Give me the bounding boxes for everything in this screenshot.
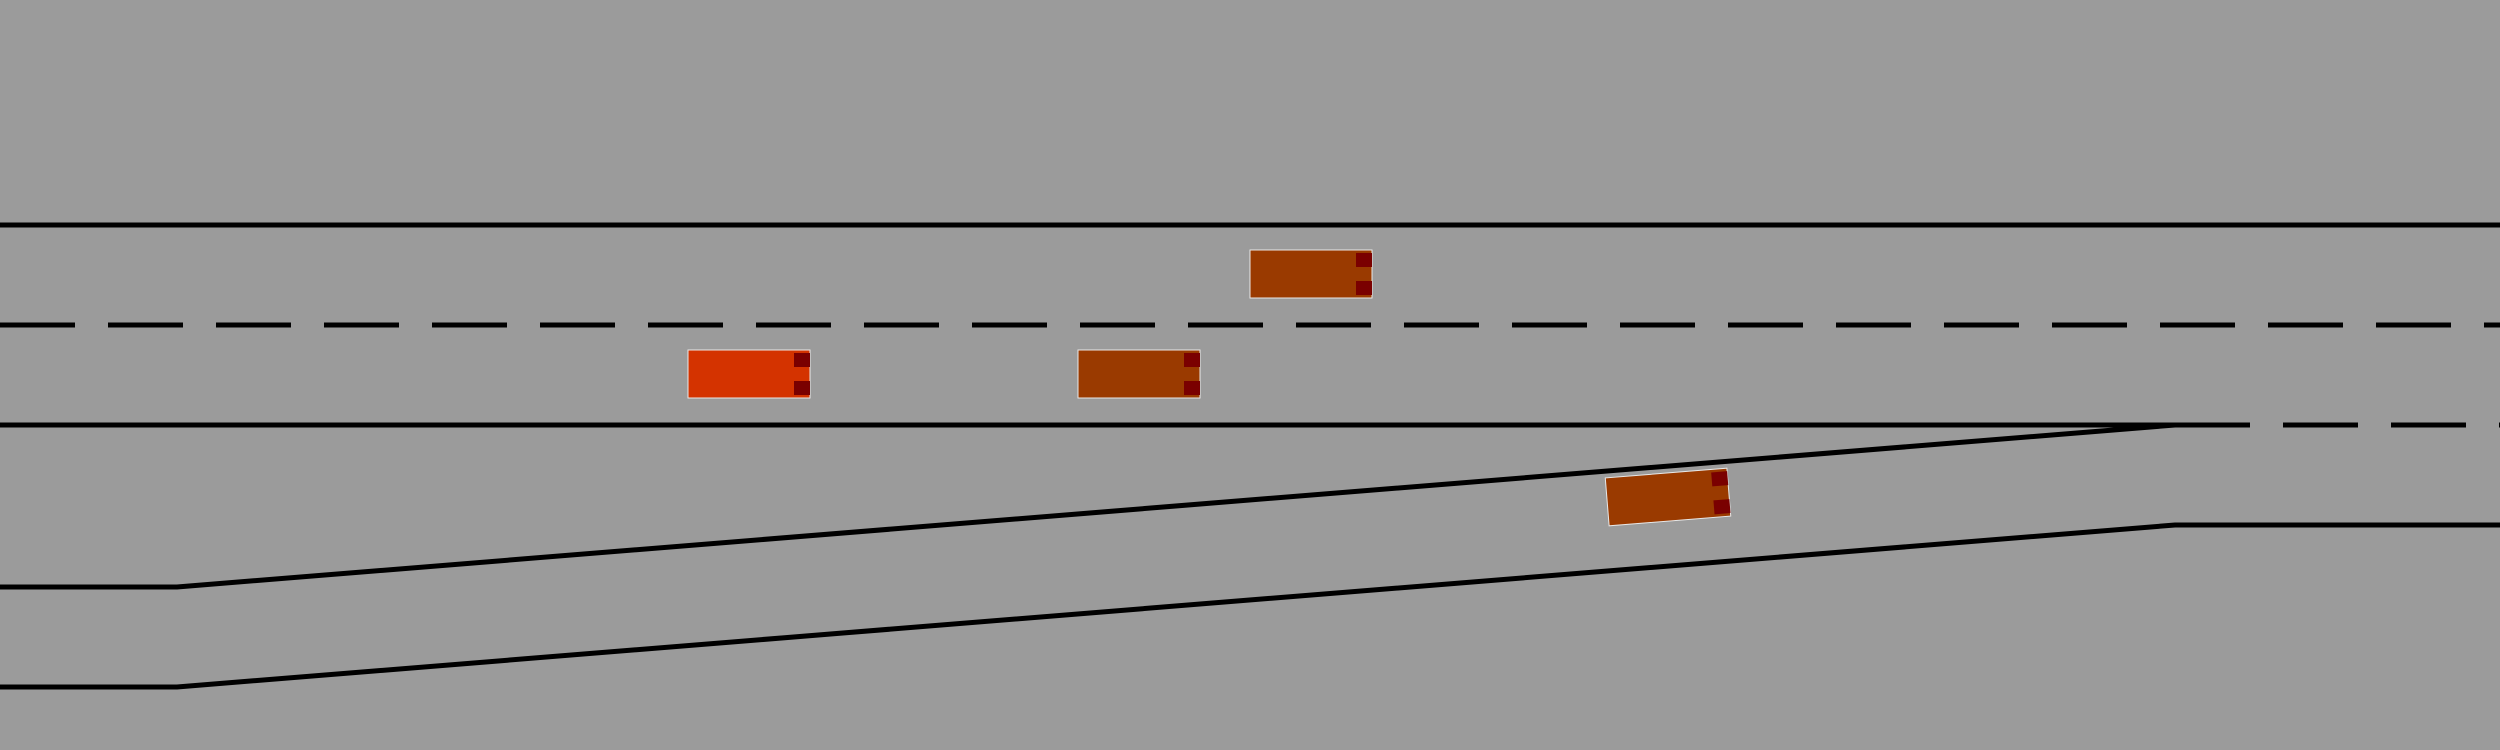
vehicle-body (1604, 467, 1732, 527)
vehicle-light-icon (1713, 499, 1731, 515)
vehicle-body (1077, 349, 1201, 399)
ramp-lower-edge (0, 522, 2500, 690)
vehicle-light-icon (1356, 281, 1372, 295)
vehicle-body (687, 349, 811, 399)
vehicle-light-icon (1184, 353, 1200, 367)
vehicle-light-icon (1184, 381, 1200, 395)
ego-vehicle (687, 349, 811, 399)
vehicle-light-icon (794, 353, 810, 367)
vehicle-light-icon (1711, 471, 1729, 487)
vehicle-light-icon (1356, 253, 1372, 267)
traffic-vehicle (1077, 349, 1201, 399)
vehicle-light-icon (794, 381, 810, 395)
vehicle-body (1249, 249, 1373, 299)
merging-vehicle (1604, 467, 1732, 527)
ramp-upper-edge (0, 422, 2176, 590)
traffic-vehicle (1249, 249, 1373, 299)
